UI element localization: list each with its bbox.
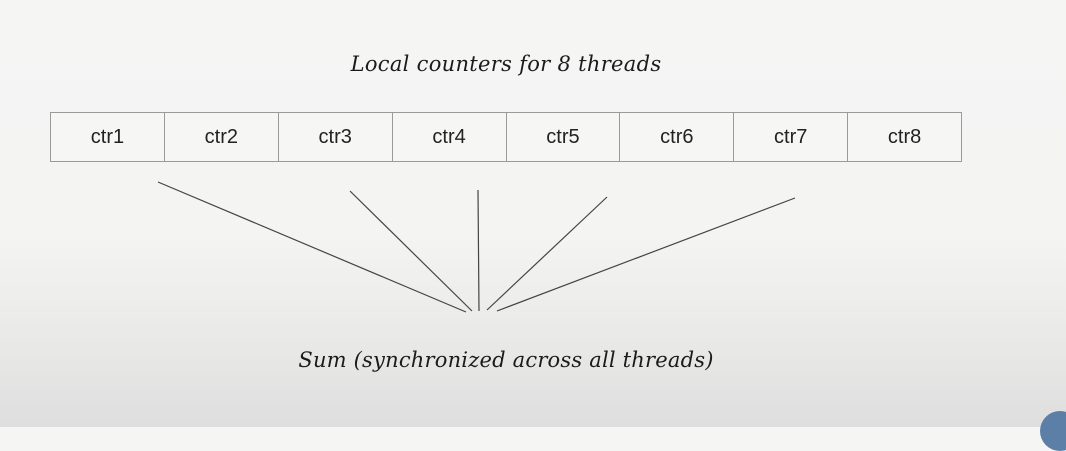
connector-line: [349, 190, 473, 312]
connector-line: [157, 181, 467, 313]
diagram-title: Local counters for 8 threads: [350, 52, 662, 76]
counter-cell: ctr1: [51, 113, 165, 161]
counter-cell: ctr7: [734, 113, 849, 161]
counter-row: ctr1 ctr2 ctr3 ctr4 ctr5 ctr6 ctr7 ctr8: [50, 112, 962, 162]
converging-lines: [157, 181, 796, 313]
connector-line: [486, 196, 608, 311]
counter-cell: ctr4: [393, 113, 507, 161]
counter-cell: ctr6: [620, 113, 735, 161]
counter-cell: ctr5: [507, 113, 621, 161]
connector-line: [496, 197, 796, 312]
counter-cell: ctr2: [165, 113, 279, 161]
connector-line: [477, 189, 480, 312]
sum-label: Sum (synchronized across all threads): [298, 348, 714, 372]
counter-cell: ctr3: [279, 113, 393, 161]
corner-badge: [1040, 411, 1066, 451]
counter-cell: ctr8: [887, 125, 922, 148]
